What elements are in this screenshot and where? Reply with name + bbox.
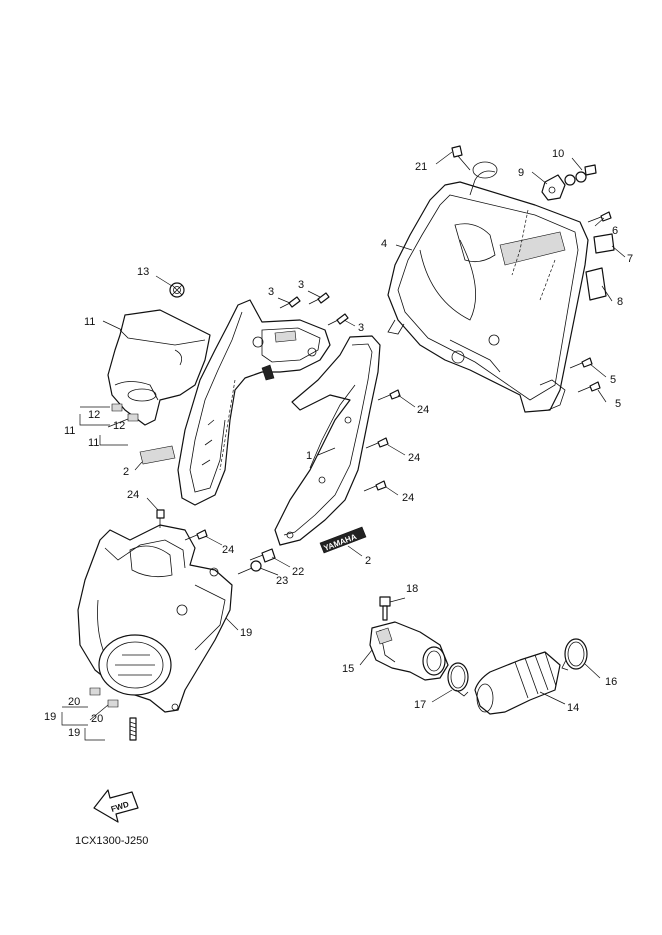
callout-5b: 5 xyxy=(615,398,621,410)
callout-3b: 3 xyxy=(298,279,304,291)
part-14-boot xyxy=(474,651,561,715)
callout-20a: 20 xyxy=(68,696,80,708)
callout-6: 6 xyxy=(612,225,618,237)
part-8-label xyxy=(585,267,607,301)
callout-18: 18 xyxy=(406,583,418,595)
part-1-front-cover xyxy=(274,335,381,546)
callout-16: 16 xyxy=(605,676,617,688)
part-2-left-decal xyxy=(139,445,176,465)
leader-lines xyxy=(61,151,626,741)
callout-4: 4 xyxy=(381,238,387,250)
part-13-emblem xyxy=(169,282,185,298)
callout-19b: 19 xyxy=(44,711,56,723)
callout-13: 13 xyxy=(137,266,149,278)
callout-11a: 11 xyxy=(84,316,95,328)
part-20-pads xyxy=(89,687,119,708)
callout-24d: 24 xyxy=(127,489,139,501)
part-15-joint xyxy=(369,621,449,681)
part-19-lower-panel xyxy=(77,524,233,713)
diagram-code: 1CX1300-J250 xyxy=(75,835,149,847)
callout-3c: 3 xyxy=(358,322,364,334)
callout-11c: 11 xyxy=(88,437,99,449)
callout-3a: 3 xyxy=(268,286,274,298)
screws xyxy=(156,145,612,575)
callout-19c: 19 xyxy=(68,727,80,739)
part-4-inner-panel xyxy=(387,161,589,413)
callout-1: 1 xyxy=(306,450,312,462)
callout-17: 17 xyxy=(414,699,426,711)
callout-2b: 2 xyxy=(365,555,371,567)
part-12-pads xyxy=(111,403,139,422)
callout-10: 10 xyxy=(552,148,564,160)
fwd-arrow-icon: FWD xyxy=(93,789,139,823)
part-2-yamaha-decal: YAMAHA xyxy=(319,526,367,554)
part-11-upper-cover xyxy=(107,309,211,426)
callout-23: 23 xyxy=(276,575,288,587)
callout-14: 14 xyxy=(567,702,579,714)
callout-19a: 19 xyxy=(240,627,252,639)
screw-19-bottom xyxy=(129,717,137,741)
part-18-bolt xyxy=(379,596,391,621)
callout-24a: 24 xyxy=(417,404,429,416)
callout-15: 15 xyxy=(342,663,354,675)
callout-20b: 20 xyxy=(91,713,103,725)
callout-2a: 2 xyxy=(123,466,129,478)
callout-9: 9 xyxy=(518,167,524,179)
part-17-clamp xyxy=(447,662,469,697)
part-9-bracket xyxy=(541,174,566,201)
part-front-mask xyxy=(177,299,331,506)
callout-7: 7 xyxy=(627,253,633,265)
callout-5a: 5 xyxy=(610,374,616,386)
callout-21: 21 xyxy=(415,161,427,173)
part-16-clamp xyxy=(561,638,588,671)
callout-24b: 24 xyxy=(408,452,420,464)
callout-22: 22 xyxy=(292,566,304,578)
callout-12a: 12 xyxy=(88,409,100,421)
callout-11b: 11 xyxy=(64,425,75,437)
callout-12b: 12 xyxy=(113,420,125,432)
callout-labels: 21 9 10 6 4 7 8 5 5 13 11 3 3 3 24 24 24… xyxy=(44,148,633,739)
callout-8: 8 xyxy=(617,296,623,308)
callout-24c: 24 xyxy=(402,492,414,504)
part-7-label xyxy=(593,233,615,254)
callout-24e: 24 xyxy=(222,544,234,556)
